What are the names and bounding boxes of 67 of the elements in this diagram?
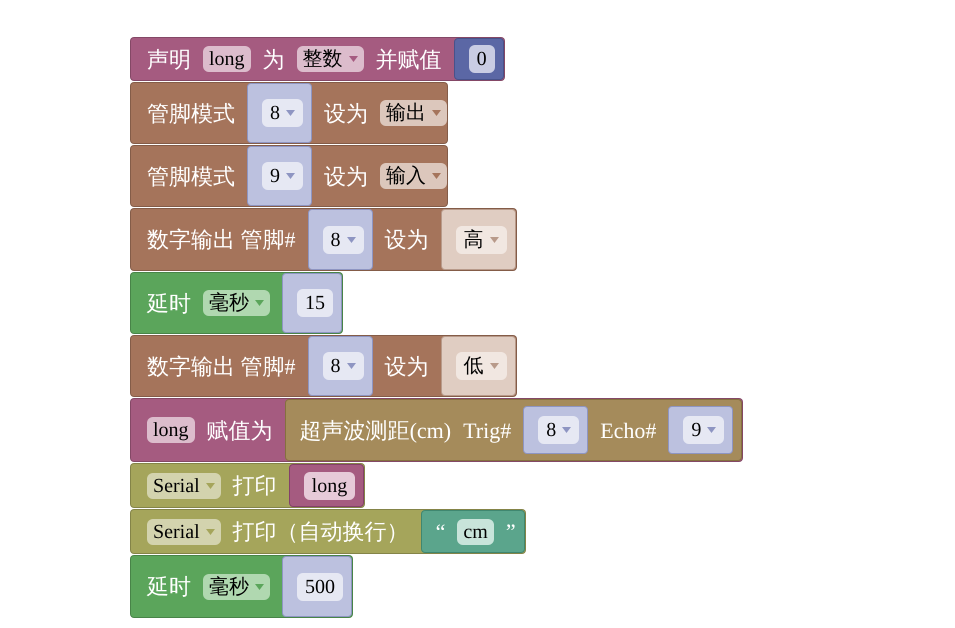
dropdown-field: Serial — [147, 518, 221, 544]
code-block — [130, 82, 448, 144]
block-label: 设为 — [324, 162, 368, 190]
block-label: 数字输出 管脚# — [147, 226, 296, 254]
block-label: 管脚模式 — [147, 162, 235, 190]
number-field: 15 — [297, 289, 333, 317]
dropdown-field: 8 — [262, 99, 303, 127]
block-label: ” — [506, 518, 516, 546]
value-block — [420, 510, 525, 553]
block-label: 并赋值 — [376, 46, 442, 74]
dropdown-field: 8 — [538, 416, 580, 444]
dropdown-field: 毫秒 — [203, 574, 270, 600]
dropdown-field: Serial — [147, 472, 221, 498]
block-label: Trig# — [463, 416, 512, 445]
variable-field: long — [203, 46, 251, 72]
value-block — [247, 146, 312, 206]
code-block — [130, 555, 353, 618]
value-block — [288, 464, 364, 507]
block-label: 为 — [262, 46, 285, 74]
value-block — [440, 336, 516, 396]
code-block — [130, 463, 366, 508]
value-block — [308, 336, 372, 396]
block-label: 数字输出 管脚# — [147, 352, 296, 380]
dropdown-field: 毫秒 — [203, 290, 270, 316]
value-block — [454, 38, 504, 80]
value-block — [440, 209, 516, 270]
variable-field: cm — [457, 518, 494, 544]
value-block — [523, 406, 588, 454]
block-label: 声明 — [147, 46, 191, 74]
value-block — [668, 406, 734, 454]
block-label: 设为 — [384, 352, 428, 380]
dropdown-field: 高 — [456, 226, 506, 254]
value-block — [282, 273, 342, 333]
variable-field: long — [147, 417, 195, 443]
dropdown-field: 9 — [683, 416, 724, 444]
value-block — [282, 556, 352, 617]
code-block — [130, 37, 505, 81]
block-label: “ — [436, 518, 446, 546]
number-field: 500 — [297, 572, 343, 600]
number-field: 0 — [468, 45, 495, 73]
block-label: 打印 — [232, 472, 277, 500]
value-block — [284, 399, 742, 461]
number-field: long — [304, 472, 356, 500]
value-block — [308, 209, 372, 270]
block-label: 管脚模式 — [147, 100, 235, 128]
block-label: 打印（自动换行） — [232, 518, 409, 546]
dropdown-field: 低 — [456, 352, 506, 380]
dropdown-field: 9 — [262, 162, 303, 190]
dropdown-field: 输入 — [380, 163, 447, 189]
dropdown-field: 8 — [322, 226, 364, 254]
code-block — [130, 335, 516, 397]
block-label: 设为 — [384, 226, 428, 254]
block-label: 延时 — [147, 573, 191, 601]
block-label: 超声波测距(cm) — [300, 416, 452, 445]
dropdown-field: 输出 — [380, 100, 447, 126]
dropdown-field: 整数 — [296, 46, 364, 72]
value-block — [247, 83, 312, 143]
block-label: 设为 — [324, 100, 368, 128]
code-block — [130, 509, 526, 554]
block-label: 延时 — [147, 290, 191, 318]
block-label: Echo# — [600, 416, 656, 444]
code-block — [130, 145, 448, 207]
block-label: 赋值为 — [206, 416, 273, 444]
code-block — [130, 272, 343, 334]
dropdown-field: 8 — [322, 352, 364, 380]
code-block — [130, 398, 744, 462]
code-block — [130, 208, 516, 271]
